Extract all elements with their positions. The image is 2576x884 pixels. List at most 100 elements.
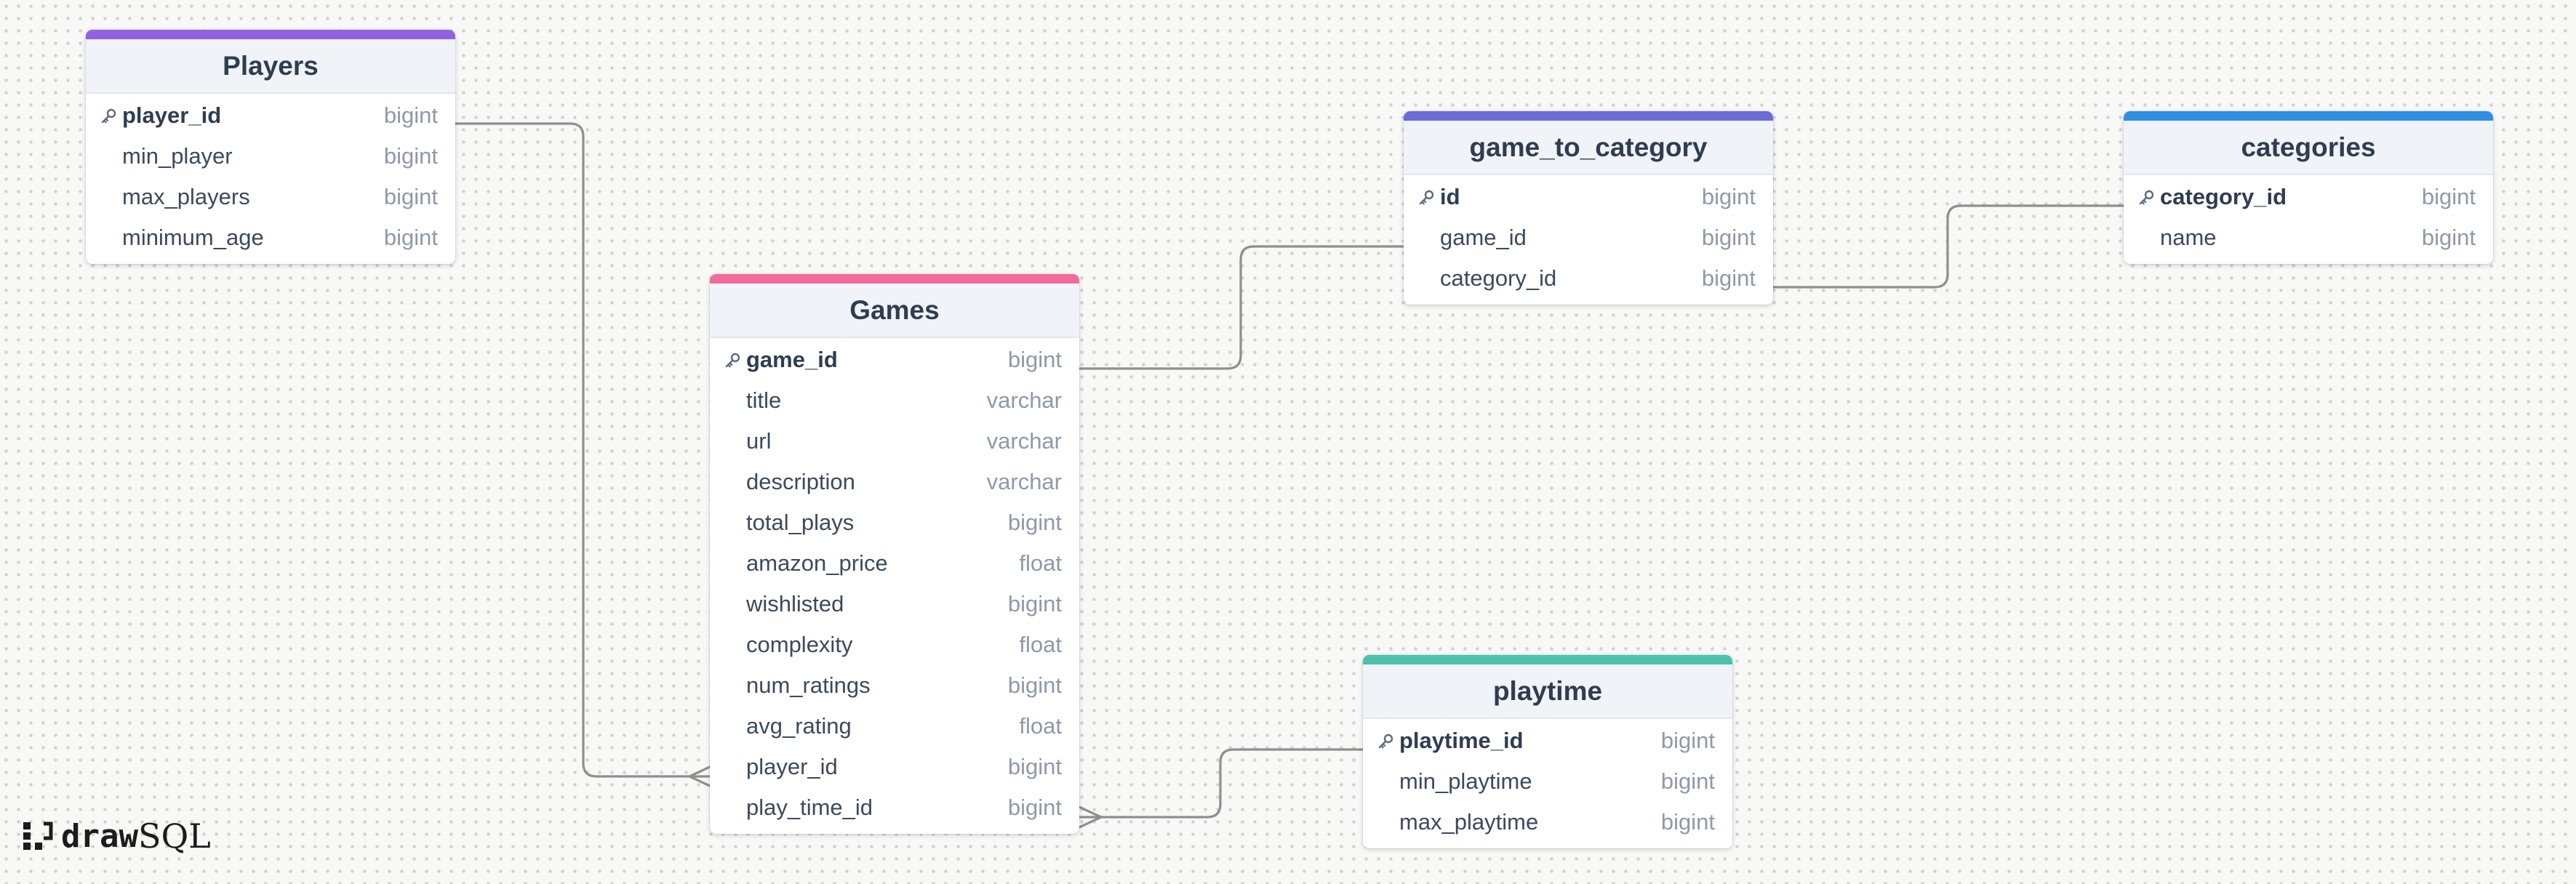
field-name: minimum_age — [122, 225, 264, 250]
field-name: num_ratings — [746, 672, 871, 698]
crowfoot-marker-games-play-time-id — [1079, 805, 1102, 829]
key-icon — [1377, 730, 1399, 752]
relationship-line-games-playtime[interactable] — [1079, 748, 1363, 819]
field-type: bigint — [1007, 754, 1062, 779]
field-name: total_plays — [746, 510, 855, 535]
field-type: bigint — [1007, 591, 1062, 616]
key-placeholder — [724, 797, 746, 819]
table-accent-bar — [710, 274, 1079, 284]
field-name: playtime_id — [1399, 728, 1524, 753]
key-placeholder — [724, 593, 746, 615]
field-name: amazon_price — [746, 550, 888, 576]
key-placeholder — [100, 186, 122, 208]
field-name: description — [746, 469, 855, 494]
relationship-line-game-to-category-categories[interactable] — [1773, 204, 2125, 289]
relationship-line-players-games[interactable] — [455, 122, 711, 778]
field-type: bigint — [2421, 225, 2476, 250]
table-header[interactable]: game_to_category — [1404, 121, 1773, 175]
field-row-amazon-price[interactable]: amazon_price float — [710, 543, 1079, 584]
crowfoot-marker-games-player-id — [689, 765, 712, 788]
field-row-url[interactable]: url varchar — [710, 421, 1079, 462]
table-header[interactable]: Games — [710, 284, 1079, 338]
field-type: varchar — [986, 428, 1062, 454]
table-accent-bar — [2124, 111, 2493, 121]
field-name: player_id — [122, 103, 222, 128]
field-type: bigint — [2421, 184, 2476, 209]
key-placeholder — [724, 512, 746, 534]
table-accent-bar — [1363, 655, 1732, 664]
field-name: id — [1440, 184, 1460, 209]
field-type: float — [1019, 713, 1062, 739]
logo-word-sql: SQL — [137, 816, 211, 856]
field-row-id[interactable]: id bigint — [1404, 177, 1773, 217]
key-placeholder — [724, 756, 746, 778]
field-row-wishlisted[interactable]: wishlisted bigint — [710, 584, 1079, 624]
field-type: bigint — [383, 143, 438, 169]
key-icon — [2138, 186, 2160, 208]
key-placeholder — [724, 471, 746, 493]
key-placeholder — [2138, 227, 2160, 249]
key-placeholder — [100, 227, 122, 249]
key-placeholder — [1418, 227, 1440, 249]
table-header[interactable]: playtime — [1363, 664, 1732, 719]
table-header[interactable]: categories — [2124, 121, 2493, 175]
field-name: avg_rating — [746, 713, 852, 739]
table-header[interactable]: Players — [86, 39, 455, 94]
field-row-player-id[interactable]: player_id bigint — [710, 747, 1079, 787]
key-placeholder — [724, 634, 746, 656]
field-name: name — [2160, 225, 2217, 250]
field-name: url — [746, 428, 772, 454]
field-type: varchar — [986, 387, 1062, 413]
field-row-title[interactable]: title varchar — [710, 380, 1079, 421]
field-name: min_playtime — [1399, 768, 1532, 794]
field-name: min_player — [122, 143, 233, 169]
logo-word-draw: draw — [61, 817, 138, 855]
key-placeholder — [100, 145, 122, 167]
key-placeholder — [724, 552, 746, 574]
field-name: title — [746, 387, 782, 413]
field-row-name[interactable]: name bigint — [2124, 217, 2493, 258]
field-type: bigint — [1701, 184, 1756, 209]
field-type: bigint — [383, 225, 438, 250]
drawsql-logo[interactable]: draw SQL — [22, 814, 211, 858]
field-row-avg-rating[interactable]: avg_rating float — [710, 706, 1079, 747]
key-placeholder — [724, 430, 746, 452]
field-name: game_id — [1440, 225, 1527, 250]
field-type: float — [1019, 550, 1062, 576]
relationship-line-games-game-to-category[interactable] — [1079, 245, 1404, 370]
field-type: bigint — [383, 184, 438, 209]
field-name: wishlisted — [746, 591, 844, 616]
key-placeholder — [724, 715, 746, 737]
key-icon — [724, 349, 746, 371]
field-row-min-player[interactable]: min_player bigint — [86, 136, 455, 177]
field-name: complexity — [746, 632, 853, 657]
field-name: game_id — [746, 347, 838, 372]
field-row-minimum-age[interactable]: minimum_age bigint — [86, 217, 455, 258]
field-name: player_id — [746, 754, 838, 779]
